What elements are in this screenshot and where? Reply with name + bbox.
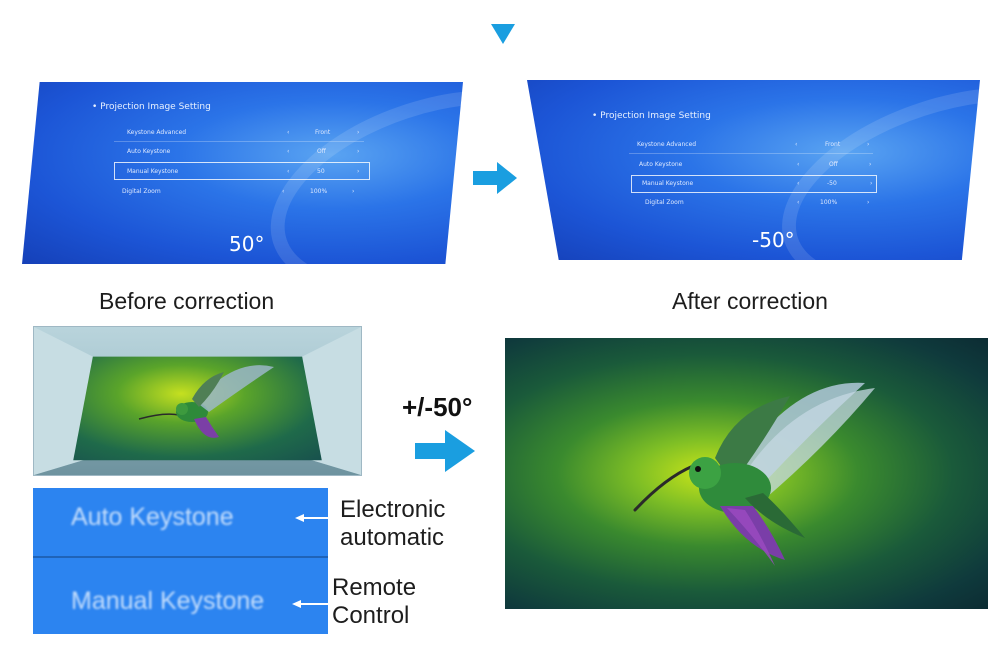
- note-remote-control: Remote Control: [332, 574, 416, 630]
- right-arrow-icon: ›: [870, 180, 873, 187]
- row-label: Auto Keystone: [639, 161, 683, 168]
- left-arrow-icon: ‹: [287, 168, 290, 175]
- selection-box: [114, 162, 370, 180]
- auto-keystone-item[interactable]: Auto Keystone: [71, 503, 234, 531]
- hummingbird-icon: [633, 382, 875, 566]
- row-label: Manual Keystone: [642, 180, 694, 187]
- menu-title: • Projection Image Setting: [92, 102, 211, 112]
- right-arrow-icon: ›: [867, 141, 870, 148]
- settings-menu: • Projection Image Setting: [592, 111, 711, 121]
- caption-before: Before correction: [99, 288, 275, 314]
- settings-menu: • Projection Image Setting: [92, 102, 211, 112]
- right-arrow-icon: ›: [357, 129, 360, 136]
- pointer-arrow-icon: [295, 514, 328, 522]
- menu-row-auto-keystone: Auto Keystone ‹ Off ›: [639, 161, 871, 168]
- projected-screen-before: • Projection Image Setting Keystone Adva…: [22, 82, 463, 264]
- note-line: Electronic: [340, 496, 446, 523]
- keystone-distorted-illustration: [33, 326, 362, 476]
- caption-after: After correction: [672, 288, 828, 314]
- row-value: -50: [827, 180, 837, 187]
- row-value: Front: [825, 141, 841, 148]
- right-arrow-icon: ›: [352, 188, 355, 195]
- menu-row-digital-zoom: Digital Zoom ‹ 100% ›: [645, 199, 869, 206]
- menu-divider: [114, 141, 364, 142]
- menu-row-keystone-advanced: Keystone Advanced ‹ Front ›: [637, 141, 869, 148]
- menu-row-digital-zoom: Digital Zoom ‹ 100% ›: [122, 188, 354, 195]
- menu-row-manual-keystone: Manual Keystone ‹ -50 ›: [642, 180, 872, 187]
- left-arrow-icon: ‹: [797, 180, 800, 187]
- selection-box: [631, 175, 877, 193]
- row-label: Digital Zoom: [122, 188, 161, 195]
- row-value: Off: [317, 148, 326, 155]
- note-line: Control: [332, 602, 410, 629]
- angle-after: -50°: [752, 228, 795, 252]
- menu-title: • Projection Image Setting: [592, 111, 711, 121]
- row-value: 100%: [820, 199, 838, 206]
- pointer-arrow-icon: [292, 600, 328, 608]
- right-arrow-icon: ›: [867, 199, 870, 206]
- row-label: Keystone Advanced: [637, 141, 697, 148]
- corrected-image: [505, 338, 988, 609]
- row-label: Manual Keystone: [127, 168, 179, 175]
- left-arrow-icon: ‹: [795, 141, 798, 148]
- angle-before: 50°: [229, 232, 265, 256]
- right-arrow-icon: ›: [869, 161, 872, 168]
- menu-row-keystone-advanced: Keystone Advanced ‹ Front ›: [127, 129, 359, 136]
- right-arrow-icon: [473, 162, 517, 194]
- left-arrow-icon: ‹: [797, 161, 800, 168]
- right-arrow-icon: ›: [357, 168, 360, 175]
- menu-row-auto-keystone: Auto Keystone ‹ Off ›: [127, 148, 359, 155]
- row-label: Digital Zoom: [645, 199, 684, 206]
- down-triangle-icon: [491, 24, 515, 44]
- left-arrow-icon: ‹: [797, 199, 800, 206]
- menu-row-manual-keystone: Manual Keystone ‹ 50 ›: [127, 168, 359, 175]
- row-value: Off: [829, 161, 838, 168]
- manual-keystone-item[interactable]: Manual Keystone: [71, 587, 265, 615]
- keystone-menu-zoom: Auto Keystone Manual Keystone: [33, 488, 328, 634]
- row-label: Keystone Advanced: [127, 129, 187, 136]
- note-line: automatic: [340, 524, 445, 551]
- right-arrow-icon: [415, 430, 475, 472]
- row-value: 50: [317, 168, 325, 175]
- note-line: Remote: [332, 574, 417, 601]
- hummingbird-small-icon: [138, 365, 274, 438]
- row-value: 100%: [310, 188, 328, 195]
- right-arrow-icon: ›: [357, 148, 360, 155]
- left-arrow-icon: ‹: [287, 148, 290, 155]
- row-value: Front: [315, 129, 331, 136]
- projected-screen-after: • Projection Image Setting Keystone Adva…: [527, 80, 980, 260]
- note-electronic-automatic: Electronic automatic: [340, 496, 445, 552]
- correction-range-label: +/-50°: [402, 392, 473, 422]
- menu-divider: [33, 556, 328, 558]
- row-label: Auto Keystone: [127, 148, 171, 155]
- left-arrow-icon: ‹: [282, 188, 285, 195]
- menu-divider: [629, 153, 873, 154]
- left-arrow-icon: ‹: [287, 129, 290, 136]
